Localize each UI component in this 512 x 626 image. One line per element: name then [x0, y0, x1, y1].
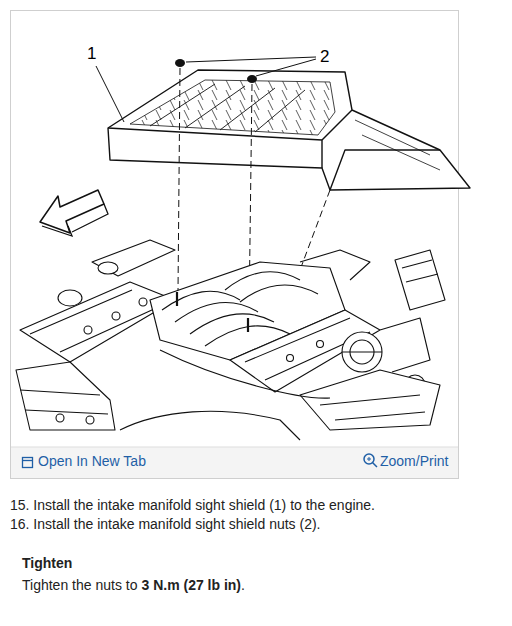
- toolbar-link: Zoom/Print: [380, 453, 448, 470]
- step-text: 16. Install the intake manifold sight sh…: [10, 516, 321, 533]
- figure-frame: [11, 11, 459, 479]
- open-tab-icon: [23, 458, 33, 468]
- sight-shield: [108, 70, 470, 190]
- toolbar-link: Open In New Tab: [38, 453, 146, 470]
- front-arrow: [40, 190, 104, 233]
- step-text: 15. Install the intake manifold sight sh…: [10, 497, 375, 514]
- torque-value: 3 N.m (27 lb in): [141, 577, 241, 594]
- callout-number: 2: [319, 47, 330, 67]
- engine: [16, 240, 445, 440]
- note-text: Tighten the nuts to: [22, 577, 137, 594]
- leader-line: [96, 57, 316, 122]
- callout-number: 1: [86, 44, 97, 64]
- note-heading: Tighten: [22, 555, 72, 572]
- zoom-icon: [364, 454, 377, 467]
- note-text: .: [241, 577, 245, 594]
- shield-nut: [175, 59, 257, 83]
- toolbar: [11, 447, 458, 478]
